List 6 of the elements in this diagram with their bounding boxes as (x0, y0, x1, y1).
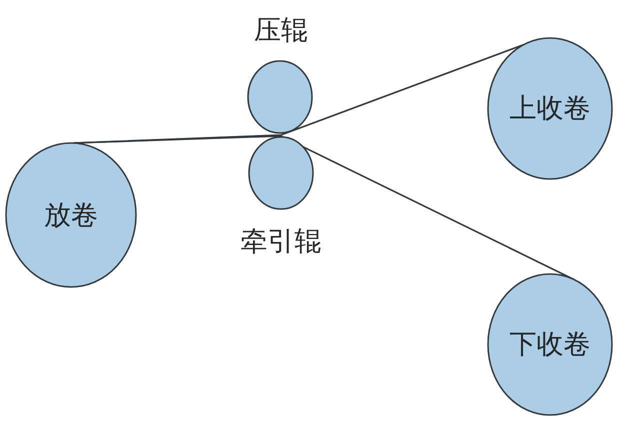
reel-circle: 上收卷 (487, 37, 613, 180)
reel-circle: 放卷 (5, 142, 137, 288)
reel-circle: 下收卷 (487, 273, 613, 416)
web-line (73, 135, 575, 280)
roller-label: 牵引辊 (240, 225, 322, 259)
roller-label: 压辊 (253, 14, 309, 48)
